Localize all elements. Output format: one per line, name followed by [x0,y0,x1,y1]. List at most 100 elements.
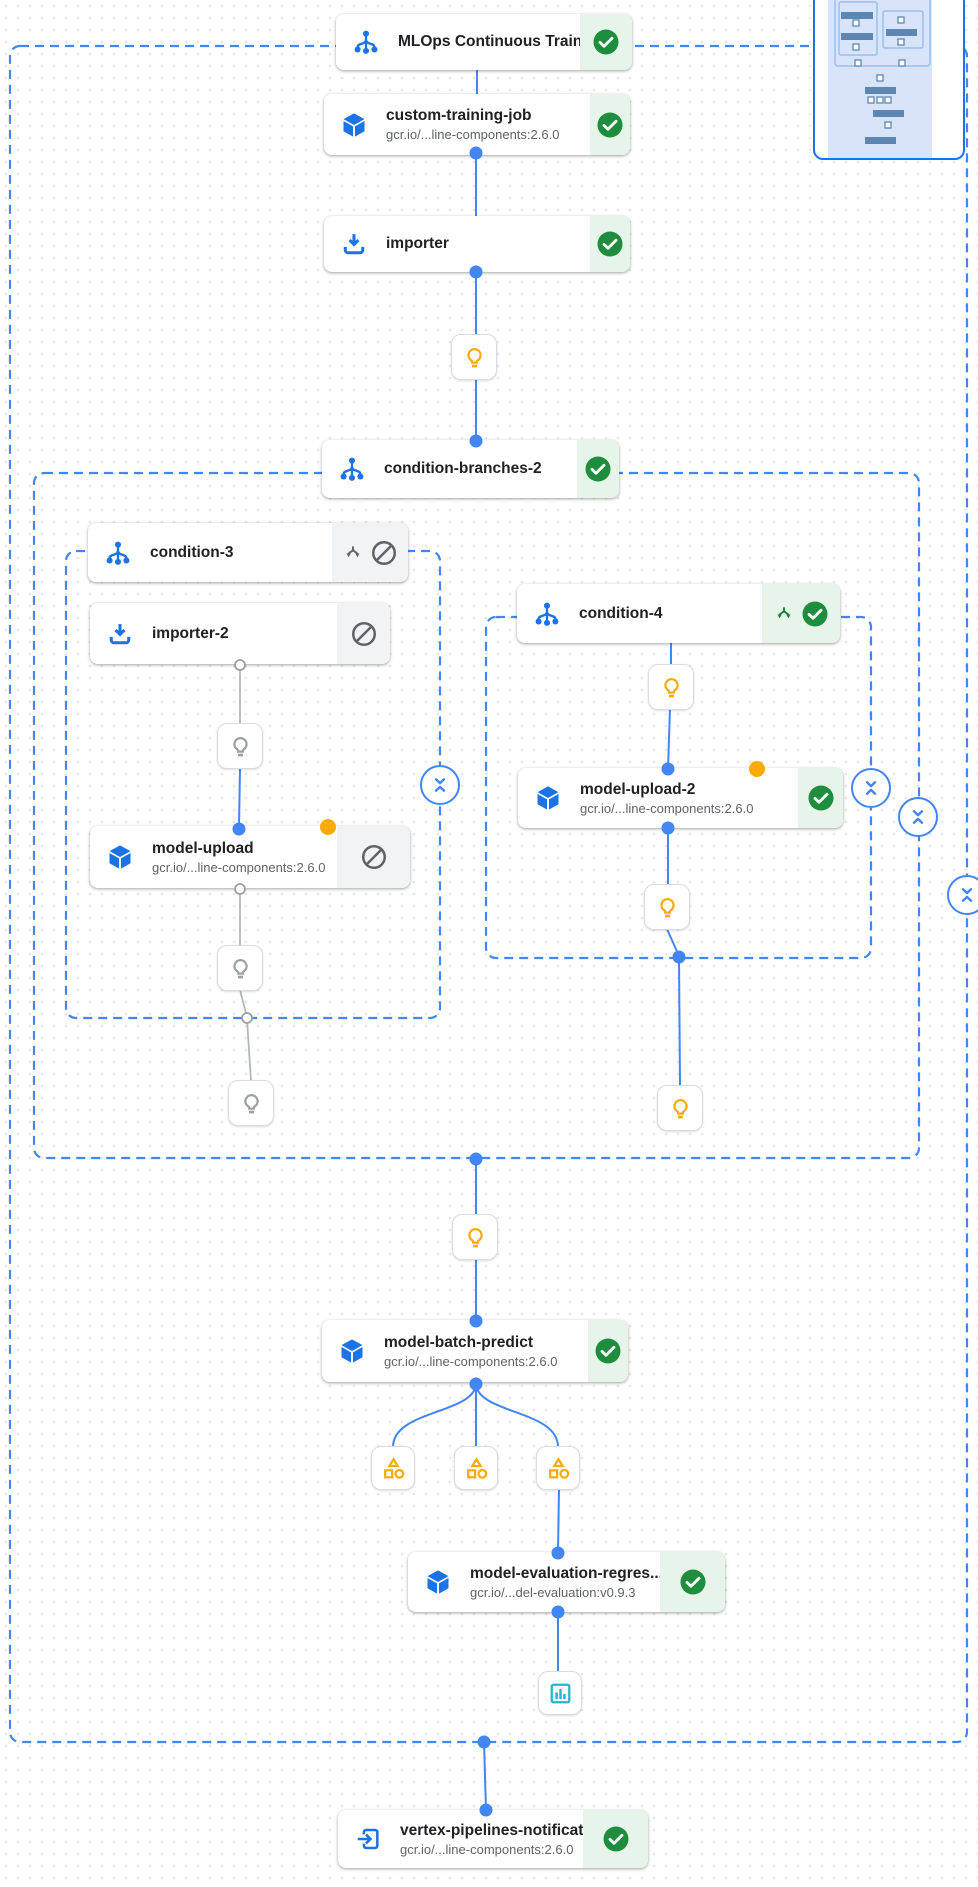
artifact-html-chart[interactable] [538,1671,582,1715]
artifact-metrics[interactable] [536,1446,580,1490]
cube-icon [534,784,562,812]
collapse-outer-dag-button[interactable] [947,875,978,915]
collapse-condition-branches-2-button[interactable] [898,797,938,837]
fork-icon [338,455,366,483]
node-custom-training-job[interactable]: custom-training-job gcr.io/...line-compo… [324,94,630,155]
cube-icon [338,1337,366,1365]
node-text: vertex-pipelines-notificat... gcr.io/...… [400,1822,583,1857]
category-icon [380,1455,407,1482]
status-section [577,440,619,498]
node-subtitle: gcr.io/...line-components:2.6.0 [152,859,326,875]
collapse-condition-3-button[interactable] [420,765,460,805]
check-circle-icon [595,110,625,140]
cube-icon [340,111,368,139]
node-title: model-upload-2 [580,780,696,798]
category-icon [545,1455,572,1482]
unfold-less-icon [859,776,883,800]
status-section [583,1810,648,1868]
exit-icon [354,1825,382,1853]
node-title: MLOps Continuous Traini... [398,33,580,50]
minimap-graph [828,0,932,158]
download-icon [106,620,134,648]
status-section [332,523,408,582]
dag-minimap[interactable] [813,0,965,160]
lightbulb-icon [667,1095,694,1122]
node-title: condition-branches-2 [384,460,542,477]
node-text: condition-branches-2 [384,460,577,478]
node-subtitle: gcr.io/...line-components:2.6.0 [384,1353,558,1369]
artifact-lightbulb-skipped[interactable] [217,945,263,991]
node-model-upload-2[interactable]: model-upload-2 gcr.io/...line-components… [518,768,843,828]
node-model-upload[interactable]: model-upload gcr.io/...line-components:2… [90,826,410,888]
status-section [337,826,410,888]
status-section [798,768,843,828]
blocked-icon [369,538,399,568]
artifact-lightbulb[interactable] [452,1214,498,1260]
node-vertex-pipelines-notification[interactable]: vertex-pipelines-notificat... gcr.io/...… [338,1810,648,1868]
collapse-condition-4-button[interactable] [851,768,891,808]
node-text: importer-2 [152,625,337,643]
condition-split-icon [773,603,795,625]
check-circle-icon [806,783,836,813]
lightbulb-icon [462,1224,489,1251]
lightbulb-icon [461,344,488,371]
node-title: condition-3 [150,543,234,561]
status-section [337,603,390,664]
artifact-metrics[interactable] [371,1446,415,1490]
blocked-icon [359,842,389,872]
download-icon [340,230,368,258]
status-section [660,1552,725,1612]
node-condition-3[interactable]: condition-3 [88,523,408,582]
node-condition-branches-2[interactable]: condition-branches-2 [322,440,619,498]
status-section [762,584,840,643]
node-title: importer-2 [152,624,229,642]
artifact-lightbulb-skipped[interactable] [228,1080,274,1126]
fork-icon [533,600,561,628]
unfold-less-icon [955,883,978,907]
status-section [590,216,630,272]
node-text: condition-4 [579,605,762,623]
lightbulb-icon [654,894,681,921]
node-title: vertex-pipelines-notificat... [400,1821,583,1839]
blocked-icon [349,619,379,649]
status-section [580,14,632,70]
check-circle-icon [593,1336,623,1366]
node-model-evaluation-regression[interactable]: model-evaluation-regres... gcr.io/...del… [408,1552,725,1612]
lightbulb-icon [227,955,254,982]
fork-icon [352,28,380,56]
node-importer[interactable]: importer [324,216,630,272]
node-subtitle: gcr.io/...line-components:2.6.0 [400,1841,574,1857]
unfold-less-icon [906,805,930,829]
artifact-lightbulb[interactable] [648,664,694,710]
node-subtitle: gcr.io/...del-evaluation:v0.9.3 [470,1584,636,1600]
node-subtitle: gcr.io/...line-components:2.6.0 [580,800,754,816]
node-text: model-evaluation-regres... gcr.io/...del… [470,1565,660,1600]
artifact-metrics[interactable] [454,1446,498,1490]
node-text: model-upload-2 gcr.io/...line-components… [580,781,798,816]
node-text: model-batch-predict gcr.io/...line-compo… [384,1334,588,1369]
node-text: MLOps Continuous Traini... [398,33,580,51]
fork-icon [104,539,132,567]
check-circle-icon [601,1824,631,1854]
lightbulb-icon [238,1090,265,1117]
node-mlops-continuous-training[interactable]: MLOps Continuous Traini... [336,14,632,70]
node-importer-2[interactable]: importer-2 [90,603,390,664]
check-circle-icon [591,27,621,57]
node-title: model-evaluation-regres... [470,1564,660,1582]
node-title: model-batch-predict [384,1333,533,1351]
artifact-lightbulb-skipped[interactable] [217,723,263,769]
artifact-lightbulb[interactable] [657,1085,703,1131]
node-model-batch-predict[interactable]: model-batch-predict gcr.io/...line-compo… [322,1320,628,1382]
node-title: condition-4 [579,604,663,622]
artifact-lightbulb[interactable] [451,334,497,380]
node-title: model-upload [152,839,254,857]
cube-icon [106,843,134,871]
lightbulb-icon [658,674,685,701]
chart-icon [547,1680,574,1707]
node-condition-4[interactable]: condition-4 [517,584,840,643]
check-circle-icon [800,599,830,629]
node-title: custom-training-job [386,107,532,124]
artifact-lightbulb[interactable] [644,884,690,930]
check-circle-icon [583,454,613,484]
